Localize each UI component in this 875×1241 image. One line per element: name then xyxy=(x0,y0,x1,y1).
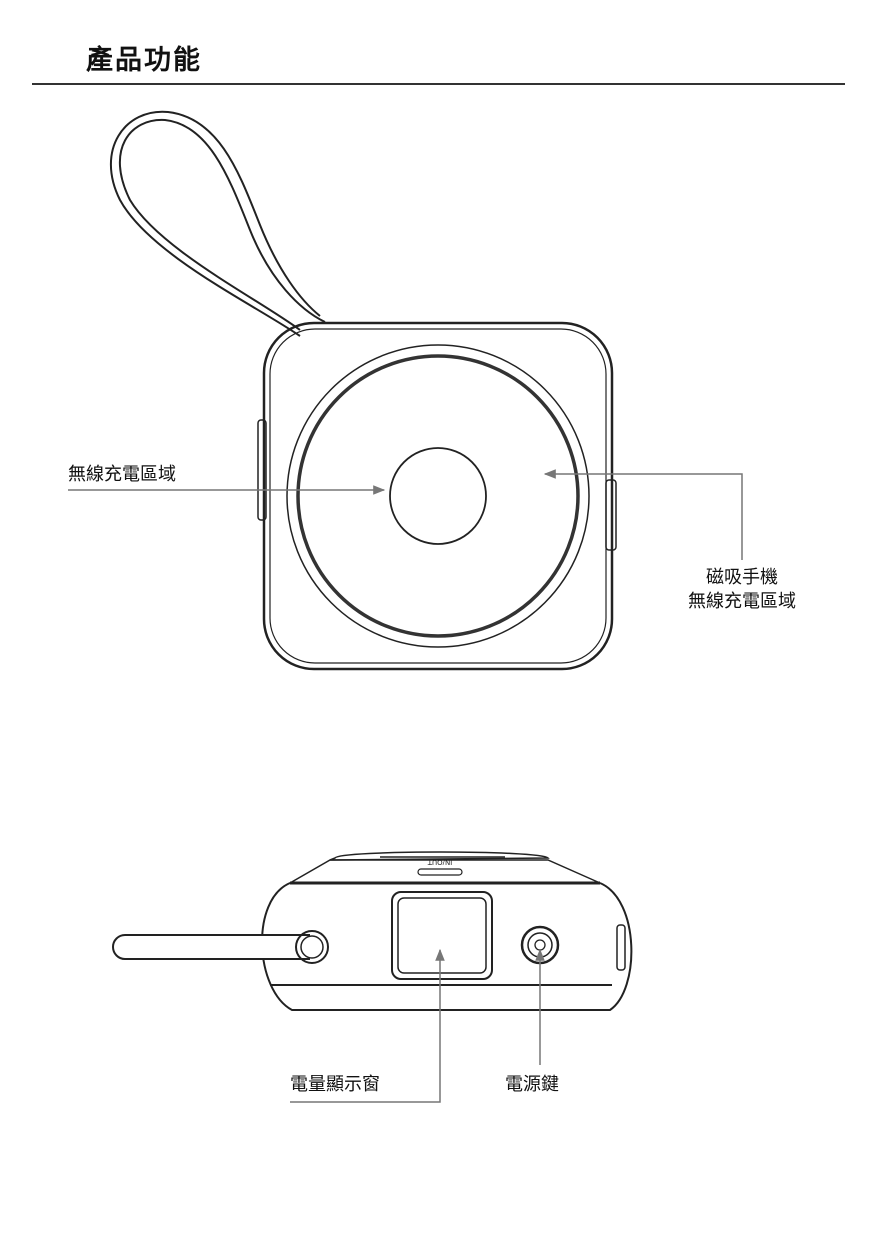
lanyard-anchor xyxy=(295,930,329,964)
side-body xyxy=(261,882,633,1011)
lanyard-cord xyxy=(112,934,310,960)
battery-display-window xyxy=(391,891,493,980)
title-divider xyxy=(32,83,845,85)
lanyard-loop xyxy=(119,118,326,331)
side-view-device xyxy=(112,851,633,1011)
wireless-charging-area-label: 無線充電區域 xyxy=(68,464,176,485)
battery-window-label: 電量顯示窗 xyxy=(290,1074,380,1095)
magnetic-charging-area-label: 磁吸手機 無線充電區域 xyxy=(668,566,816,614)
page-title: 產品功能 xyxy=(86,45,202,76)
wireless-coil-circle xyxy=(389,447,487,545)
front-callouts xyxy=(68,469,743,560)
device-body xyxy=(262,321,614,671)
power-button-label: 電源鍵 xyxy=(505,1074,559,1095)
front-view-device xyxy=(109,110,617,671)
magnetic-label-line1: 磁吸手機 xyxy=(706,567,778,588)
magnetic-ring-outer xyxy=(286,344,590,648)
side-callouts xyxy=(290,948,545,1103)
magnetic-ring xyxy=(296,354,580,638)
port-slot xyxy=(417,868,463,876)
magnetic-label-line2: 無線充電區域 xyxy=(688,591,796,612)
port-label: IN/OUT xyxy=(427,858,452,866)
